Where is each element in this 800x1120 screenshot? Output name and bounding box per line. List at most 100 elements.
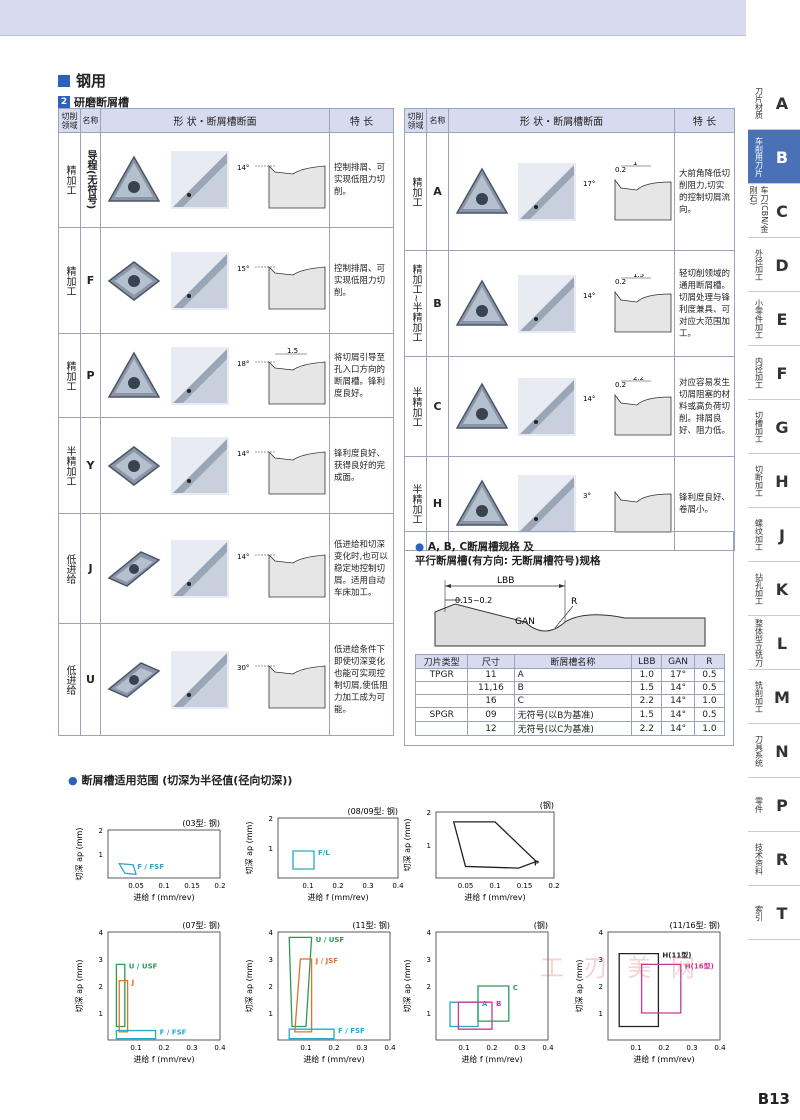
dimension-label: 0.2 [615,381,626,389]
region-outline [457,1001,493,1030]
area-cell: 低进给 [58,623,81,736]
spec-column-header: R [693,654,726,669]
x-tick-label: 0.15 [517,882,533,890]
region-outline [288,936,313,1028]
spec-cell: 11 [467,668,515,682]
region-label: F/L [318,849,330,857]
area-cell: 精加工 [404,132,427,251]
diamond-insert-image [107,661,161,698]
dimension-label: 2.2 [633,377,644,382]
tab-divider [748,777,800,778]
spec-column-header: 刀片类型 [414,654,469,669]
region-label: F / FSF [137,863,164,871]
triangular-insert-image [455,278,508,326]
groove-row: 精加工导程(无符号)14°控制排屑、可实现低阻力切削。 [58,132,394,228]
tab-divider [748,561,800,562]
y-tick-label: 1 [269,1010,273,1018]
shape-cell: 14° [100,417,330,514]
cutting-edge-closeup-image [171,151,229,209]
spec-cell: 14° [661,694,695,708]
range-title: ● 断屑槽适用范围 (切深为半径值(径向切深)) [68,774,293,787]
x-axis-label: 进给 f (mm/rev) [303,1054,364,1064]
y-tick-label: 2 [99,983,103,991]
rake-angle-label: 14° [237,164,249,172]
region-outline [294,958,313,1033]
region-outline [640,963,682,1014]
x-tick-label: 0.05 [458,882,474,890]
region-label: J [131,979,135,987]
region-outline [292,850,315,870]
y-tick-label: 3 [99,956,103,964]
groove-section-diagram: 14°0.22.2 [583,377,671,435]
spec-cell [414,721,469,736]
header-shape: 形 状・断屑槽断面 [448,108,675,133]
tab-divider [748,345,800,346]
y-axis-label: 切深 ap (mm) [575,960,584,1013]
feature-cell: 大前角降低切削阻力,切实的控制切屑流向。 [674,132,735,251]
x-tick-label: 0.1 [630,1044,641,1052]
rhombic-insert-image [107,445,161,486]
spec-cell: 2.2 [631,721,663,736]
chart-title: (钢) [534,920,548,930]
region-label: P [534,860,539,868]
y-axis-label: 切深 ap (mm) [403,819,412,872]
groove-section-diagram: 18°1.5 [237,347,326,404]
rake-angle-label: 14° [583,292,595,300]
header-shape: 形 状・断屑槽断面 [100,108,330,133]
tab-divider [748,723,800,724]
groove-section-diagram: 17°0.21 [583,162,671,220]
region-label: F / FSF [160,1029,187,1037]
spec-column-header: GAN [661,654,695,669]
area-cell: 精加工~半精加工 [404,250,427,357]
spec-cell: 0.5 [693,681,726,695]
spec-cell: 09 [467,707,515,722]
x-tick-label: 0.4 [542,1044,554,1052]
y-tick-label: 2 [99,827,103,835]
y-axis-label: 切深 ap (mm) [245,822,254,875]
region-outline [452,821,538,869]
triangular-insert-image [455,478,508,526]
spec-cell: 17° [661,668,695,682]
triangular-insert-image [455,381,508,429]
tab-divider [748,183,800,184]
y-axis-label: 切深 ap (mm) [403,960,412,1013]
y-tick-label: 4 [269,929,274,937]
spec-cell: 12 [467,721,515,736]
region-outline [118,979,129,1033]
x-tick-label: 0.2 [328,1044,339,1052]
x-tick-label: 0.1 [300,1044,311,1052]
region-outline [618,952,660,1028]
x-axis-label: 进给 f (mm/rev) [133,1054,194,1064]
tab-c[interactable]: 车刀(CBN/金刚石)C [749,186,788,233]
shape-cell: 15° [100,227,330,334]
x-tick-label: 0.1 [458,1044,469,1052]
chart-title: (08/09型: 钢) [347,806,398,816]
spec-cell: C [513,694,633,708]
groove-section-diagram: 30° [237,664,326,708]
rake-angle-label: 18° [237,360,249,368]
